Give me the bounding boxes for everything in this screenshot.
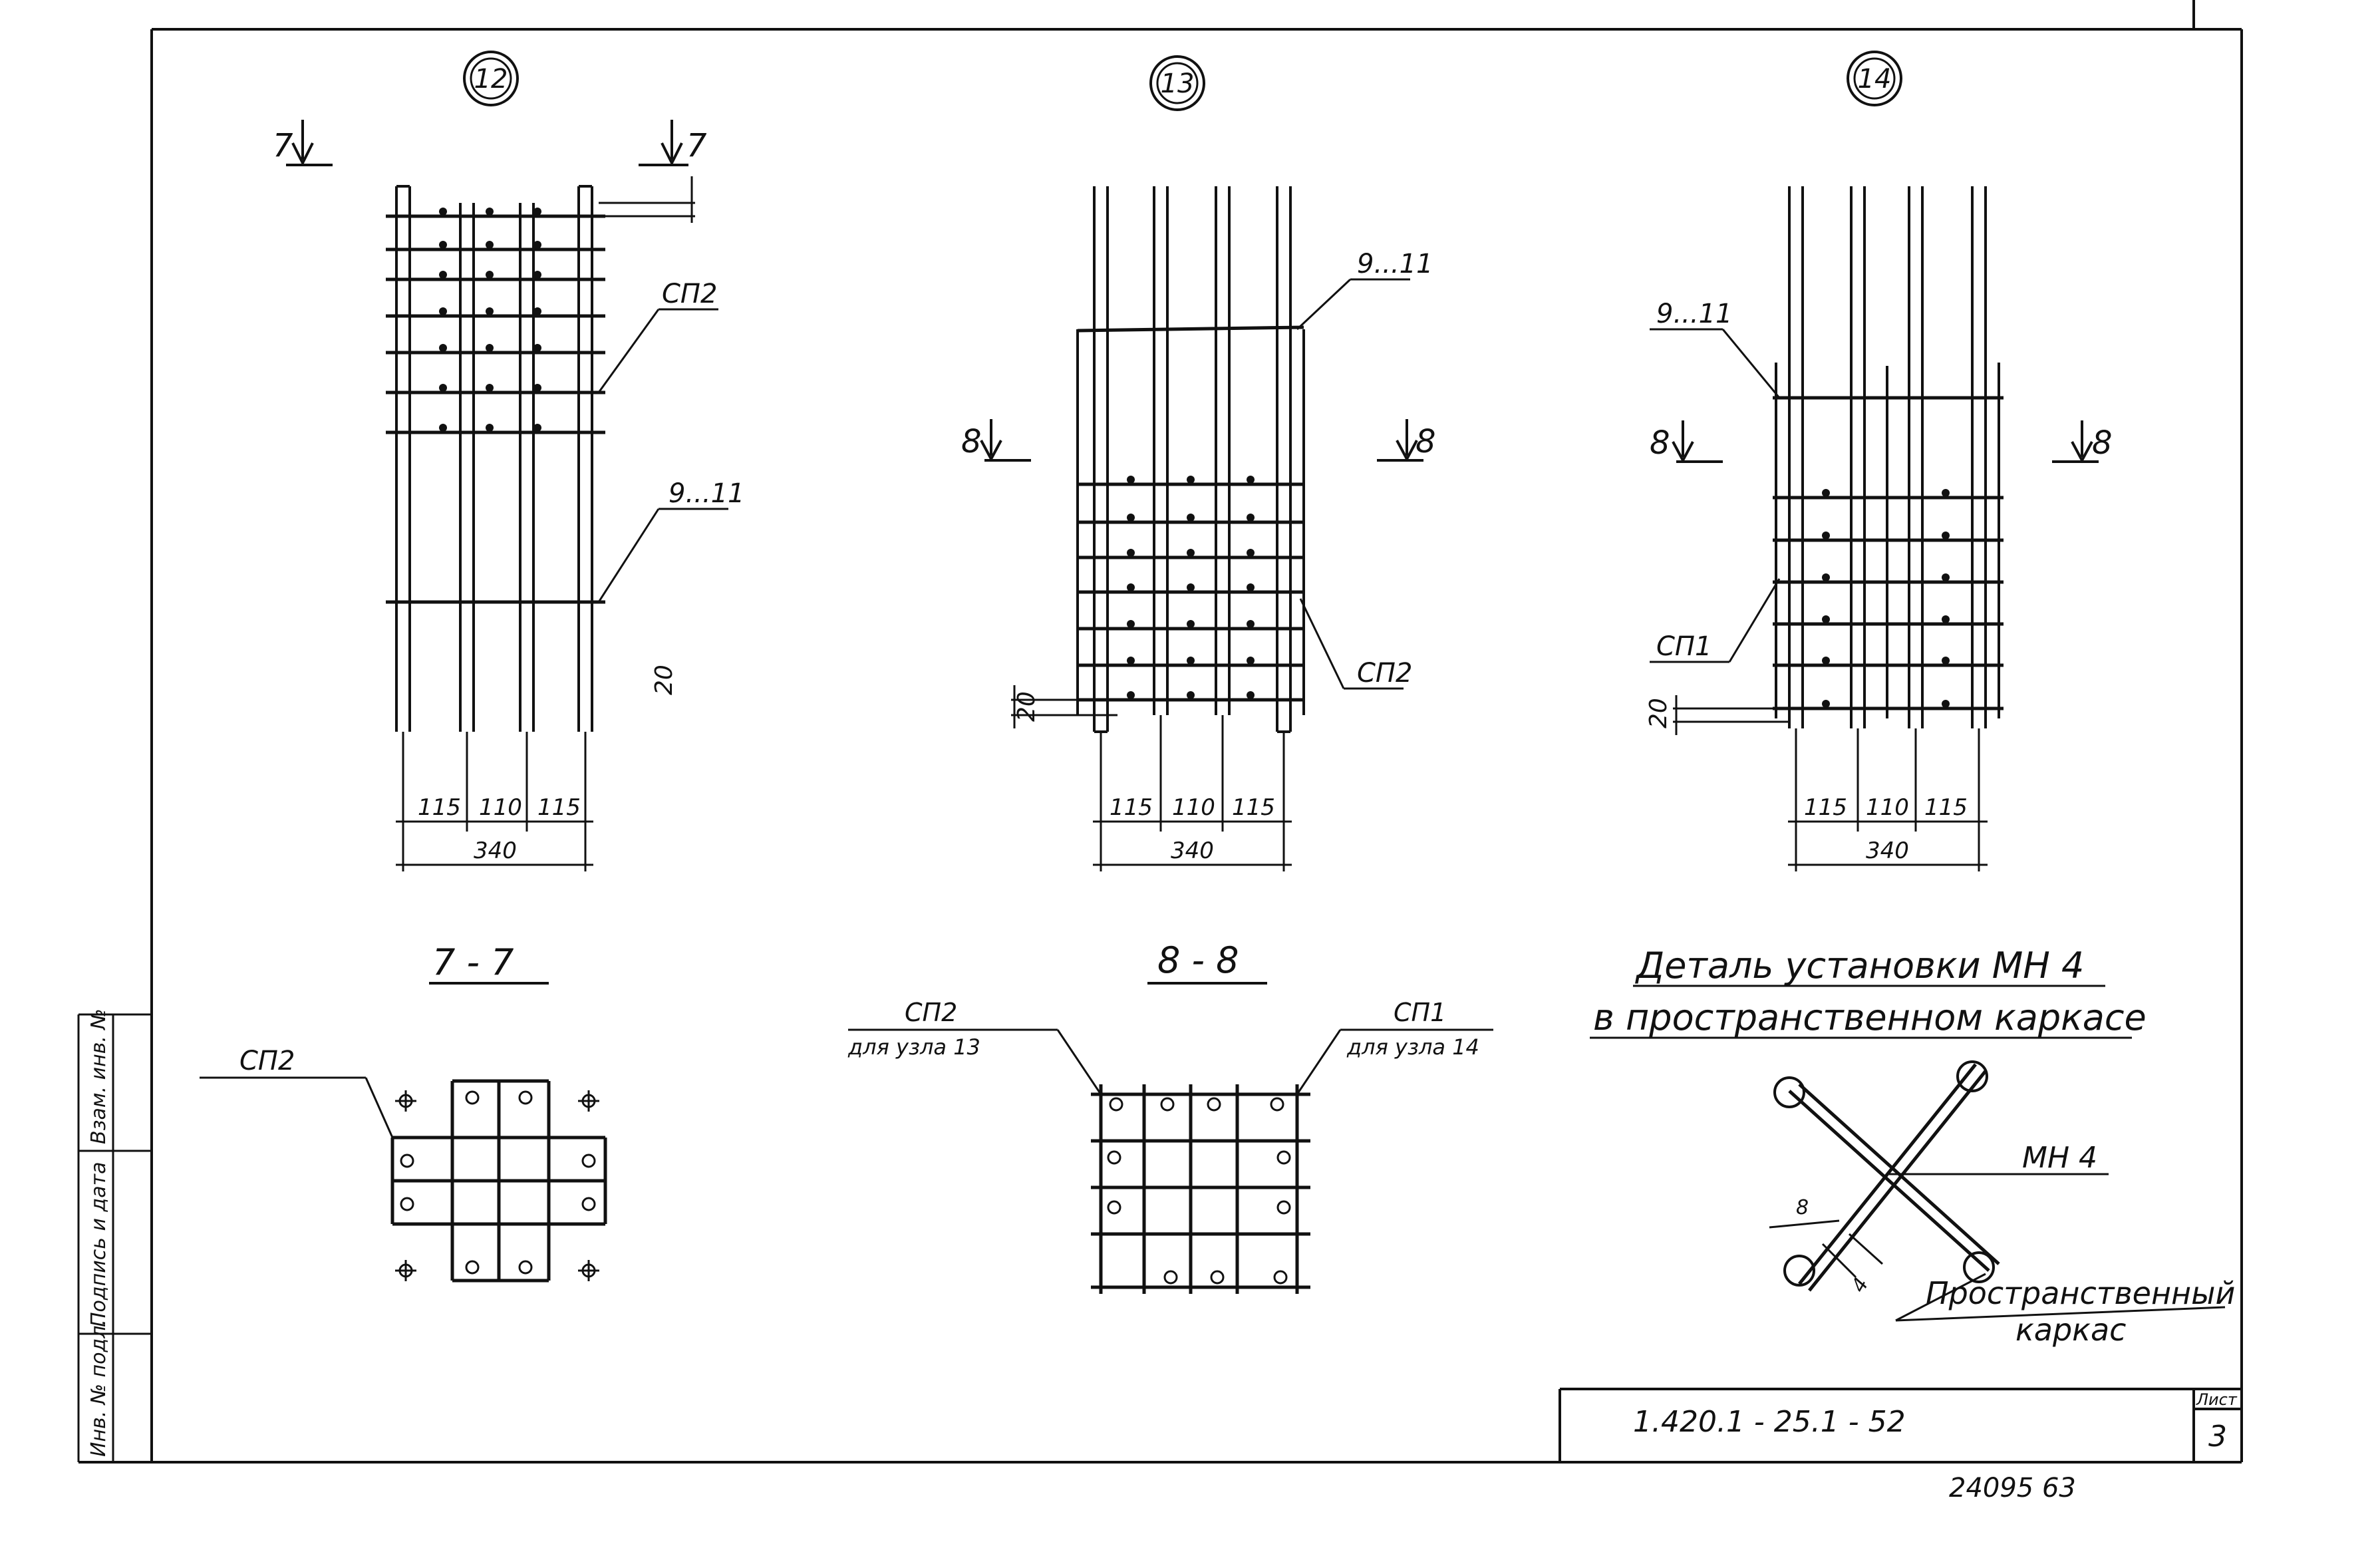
node-12-dim-110: 110	[479, 794, 522, 821]
node-13-dim-115b: 115	[1232, 794, 1275, 821]
node-13-elevation	[1011, 186, 1410, 871]
node-12-sp2-label: СП2	[662, 279, 717, 309]
title-block	[1559, 1388, 2242, 1462]
node-14-elevation	[1650, 186, 2004, 871]
stamp-signature-date: Подпись и дата	[87, 1162, 110, 1328]
detail-frame-label-line1: Пространственный	[1926, 1275, 2235, 1311]
section-7-7-title: 7 - 7	[432, 941, 514, 983]
detail-dim-4: 4	[1847, 1274, 1874, 1297]
node-14-dim-110: 110	[1866, 794, 1909, 821]
cut-7-right: 7	[639, 120, 707, 166]
node-13-dim-115a: 115	[1110, 794, 1153, 821]
cut-8-left-13: 8	[961, 419, 1031, 462]
detail-mn4-label: МН 4	[2022, 1141, 2097, 1175]
bottom-archive-number: 24095 63	[1949, 1473, 2076, 1503]
sheet-label: Лист	[2196, 1390, 2238, 1409]
section-8-8-sp1-label: СП1	[1394, 998, 1446, 1027]
section-8-8-sp2-label: СП2	[905, 998, 957, 1027]
node-12-dim-115b: 115	[537, 794, 581, 821]
cut-8-right-13-label: 8	[1415, 423, 1436, 460]
cut-8-right-14: 8	[2052, 420, 2113, 464]
node-14-bars-label: 9...11	[1656, 299, 1733, 329]
node-12-number: 12	[474, 64, 508, 94]
node-14-number: 14	[1858, 64, 1892, 94]
stamp-vzam-inv: Взам. инв. №	[87, 1008, 110, 1144]
section-7-7-plan	[200, 1076, 607, 1283]
section-8-8-title: 8 - 8	[1157, 939, 1239, 981]
node-13-dim-110: 110	[1172, 794, 1215, 821]
detail-frame-label-line2: каркас	[2015, 1312, 2126, 1348]
cut-8-left-13-label: 8	[961, 423, 982, 460]
cut-8-right-14-label: 8	[2092, 424, 2113, 462]
node-14-offset-label: 20	[1645, 698, 1672, 728]
node-14-dim-115a: 115	[1804, 794, 1847, 821]
node-12-dim-340: 340	[474, 838, 517, 864]
node-12-elevation	[386, 176, 728, 871]
stamp-inv-podl: Инв. № подл.	[87, 1319, 110, 1457]
section-7-7-sp2-label: СП2	[239, 1046, 295, 1076]
detail-mn4-drawing	[1769, 1060, 2226, 1322]
side-stamp	[77, 1013, 152, 1462]
node-13-offset-label: 20	[1013, 691, 1040, 722]
cut-8-left-14: 8	[1650, 420, 1723, 464]
drawing-code: 1.420.1 - 25.1 - 52	[1633, 1405, 1906, 1439]
section-8-8-for-node-13: для узла 13	[847, 1034, 980, 1060]
detail-title-line2: в пространственном каркасе	[1593, 997, 2147, 1038]
cut-7-left: 7	[273, 120, 333, 166]
node-14-marker: 14	[1847, 51, 1902, 106]
node-14-sp1-label: СП1	[1656, 631, 1711, 662]
node-14-dim-340: 340	[1866, 838, 1909, 864]
node-12-dim-115a: 115	[418, 794, 461, 821]
sheet-frame	[78, 0, 2243, 1464]
node-12-bars-label: 9...11	[669, 478, 745, 509]
cut-7-left-label: 7	[273, 127, 293, 164]
node-13-number: 13	[1161, 69, 1195, 99]
cut-8-right-13: 8	[1377, 419, 1436, 462]
node-12-offset-label: 20	[651, 665, 678, 695]
node-12-marker: 12	[463, 51, 519, 106]
detail-dim-8: 8	[1796, 1196, 1809, 1219]
sheet-number: 3	[2208, 1420, 2227, 1454]
node-13-dim-340: 340	[1171, 838, 1214, 864]
node-14-dim-115b: 115	[1924, 794, 1968, 821]
detail-title-line1: Деталь установки МН 4	[1635, 945, 2084, 987]
cut-7-right-label: 7	[686, 127, 707, 164]
node-13-bars-label: 9...11	[1357, 249, 1433, 279]
cut-8-left-14-label: 8	[1650, 424, 1670, 462]
node-13-marker: 13	[1149, 55, 1205, 111]
section-8-8-plan	[848, 1028, 1493, 1294]
section-8-8-for-node-14: для узла 14	[1346, 1034, 1479, 1060]
node-13-sp2-label: СП2	[1357, 658, 1412, 689]
